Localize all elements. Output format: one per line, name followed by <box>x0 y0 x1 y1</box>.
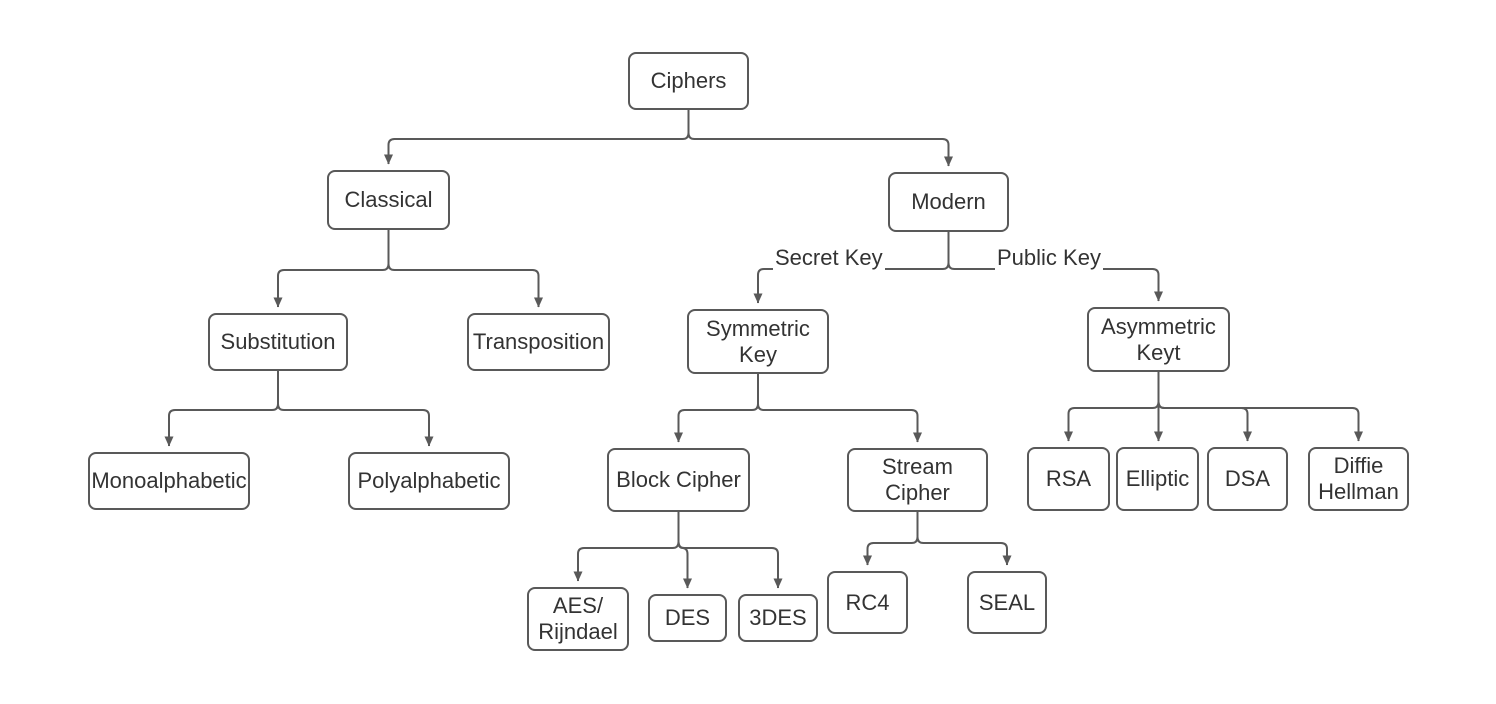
node-rc4[interactable]: RC4 <box>827 571 908 634</box>
edge-ciphers-modern <box>687 110 953 167</box>
node-diffie-hellman-label: Diffie Hellman <box>1318 453 1399 504</box>
edge-label-public-key: Public Key <box>995 245 1103 270</box>
node-elliptic-label: Elliptic <box>1125 466 1190 492</box>
node-3des-label: 3DES <box>749 605 807 631</box>
edge-substitution-monoalphabetic <box>164 371 279 447</box>
edge-asymmetric-diffie-hellman <box>1157 371 1363 442</box>
node-rsa-label: RSA <box>1045 466 1092 492</box>
node-aes-rijndael[interactable]: AES/ Rijndael <box>527 587 629 651</box>
edge-block-3des <box>677 511 783 589</box>
node-asymmetric-key[interactable]: Asymmetric Keyt <box>1087 307 1230 372</box>
node-stream-cipher-label: Stream Cipher <box>882 454 953 505</box>
edge-symmetric-stream-cipher <box>757 374 922 443</box>
node-monoalphabetic-label: Monoalphabetic <box>91 468 247 494</box>
node-block-cipher-label: Block Cipher <box>616 467 741 493</box>
node-substitution-label: Substitution <box>220 329 336 355</box>
node-monoalphabetic[interactable]: Monoalphabetic <box>88 452 250 510</box>
node-modern[interactable]: Modern <box>888 172 1009 232</box>
edge-stream-rc4 <box>863 511 919 566</box>
edge-stream-seal <box>916 511 1012 566</box>
edge-classical-transposition <box>387 230 543 308</box>
node-3des[interactable]: 3DES <box>738 594 818 642</box>
node-modern-label: Modern <box>911 189 986 215</box>
edge-classical-substitution <box>273 230 390 308</box>
edge-symmetric-block-cipher <box>674 374 759 443</box>
node-dsa-label: DSA <box>1224 466 1271 492</box>
node-rc4-label: RC4 <box>845 589 890 615</box>
node-symmetric-key-label: Symmetric Key <box>706 315 810 367</box>
edge-block-des <box>677 511 692 589</box>
node-substitution[interactable]: Substitution <box>208 313 348 371</box>
node-des-label: DES <box>664 605 711 631</box>
node-transposition[interactable]: Transposition <box>467 313 610 371</box>
node-block-cipher[interactable]: Block Cipher <box>607 448 750 512</box>
node-diffie-hellman[interactable]: Diffie Hellman <box>1308 447 1409 511</box>
node-asymmetric-key-label: Asymmetric Keyt <box>1101 313 1216 365</box>
node-seal-label: SEAL <box>978 589 1036 615</box>
node-dsa[interactable]: DSA <box>1207 447 1288 511</box>
node-aes-rijndael-label: AES/ Rijndael <box>538 593 618 644</box>
node-classical-label: Classical <box>344 187 433 213</box>
node-seal[interactable]: SEAL <box>967 571 1047 634</box>
node-elliptic[interactable]: Elliptic <box>1116 447 1199 511</box>
node-polyalphabetic-label: Polyalphabetic <box>357 468 501 494</box>
node-transposition-label: Transposition <box>472 329 605 355</box>
node-stream-cipher[interactable]: Stream Cipher <box>847 448 988 512</box>
edge-substitution-polyalphabetic <box>277 371 434 447</box>
edge-block-aes-rijndael <box>573 511 680 582</box>
edge-label-secret-key: Secret Key <box>773 245 885 270</box>
node-classical[interactable]: Classical <box>327 170 450 230</box>
edge-asymmetric-rsa <box>1064 371 1160 442</box>
node-ciphers[interactable]: Ciphers <box>628 52 749 110</box>
node-rsa[interactable]: RSA <box>1027 447 1110 511</box>
node-ciphers-label: Ciphers <box>650 68 727 94</box>
node-symmetric-key[interactable]: Symmetric Key <box>687 309 829 374</box>
node-des[interactable]: DES <box>648 594 727 642</box>
edge-asymmetric-dsa <box>1157 371 1252 442</box>
node-polyalphabetic[interactable]: Polyalphabetic <box>348 452 510 510</box>
edge-ciphers-classical <box>384 110 690 165</box>
